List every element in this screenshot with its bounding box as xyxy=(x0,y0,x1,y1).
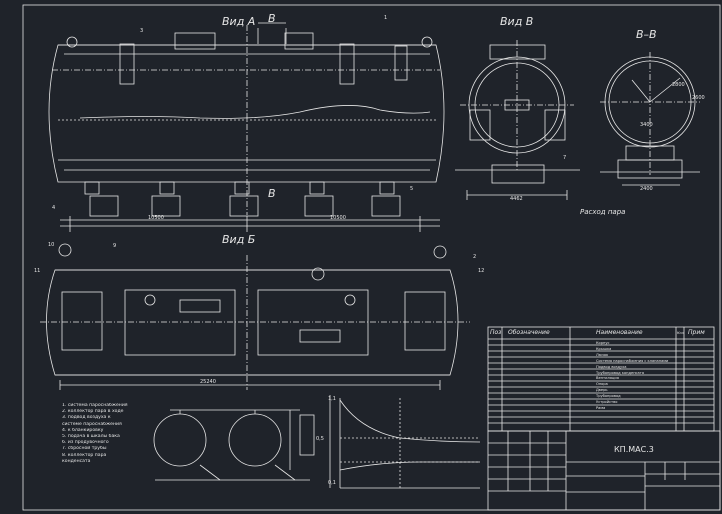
view-a-label: Вид А xyxy=(222,15,256,28)
spec-row: Трубопровод xyxy=(596,394,621,399)
dim-base: 2400 xyxy=(640,186,653,192)
spec-row: Вентиляция xyxy=(596,376,619,381)
legend-item: 5. подача в шкалы бака xyxy=(62,434,120,440)
callout-3: 3 xyxy=(140,28,144,34)
drawing-code: КП.МАС.3 xyxy=(614,445,654,454)
view-v-end xyxy=(455,40,580,200)
steam-graph xyxy=(339,398,481,489)
spec-col-note: Прим xyxy=(688,329,705,336)
callout-11: 11 xyxy=(34,268,41,274)
callout-1: 1 xyxy=(384,15,388,21)
dim-total: 25240 xyxy=(200,379,216,385)
section-vv-label: В–В xyxy=(636,28,657,41)
callout-2: 2 xyxy=(473,254,477,260)
cut-mark-top: В xyxy=(268,12,276,25)
legend-item: системе пароснабжения xyxy=(62,421,122,427)
drawing-frame xyxy=(22,4,721,511)
callout-9: 9 xyxy=(113,243,117,249)
dim-d2: 10500 xyxy=(330,215,346,221)
legend-item: 2. коллектор пара в ходе xyxy=(62,409,124,415)
spec-col-qty: Кол xyxy=(677,331,685,335)
title-block-grid xyxy=(487,430,721,511)
view-v-label: Вид В xyxy=(500,15,534,28)
callout-10: 10 xyxy=(48,242,55,248)
steam-flow-label: Расход пара xyxy=(580,208,626,216)
spec-row: Лючок xyxy=(596,352,609,357)
callout-5: 5 xyxy=(410,186,414,192)
view-b-plan xyxy=(40,243,470,390)
dim-d3: 3400 xyxy=(640,122,653,128)
spec-row: Корпус xyxy=(596,341,610,345)
gauge-2: 0,1 xyxy=(328,480,336,486)
gauge-3: 0,5 xyxy=(316,436,324,442)
callout-12: 12 xyxy=(478,268,485,274)
legend: 1. система пароснабжения 2. коллектор па… xyxy=(62,403,154,465)
cut-mark-bottom: В xyxy=(268,187,276,200)
spec-row: Дверь xyxy=(596,388,608,393)
gauge-1: 1,1 xyxy=(328,396,336,402)
legend-item: 7. сбросной трубы xyxy=(62,446,107,452)
dim-width: 4462 xyxy=(510,196,523,202)
spec-col-designation: Обозначение xyxy=(508,329,550,336)
dim-r2: 2600 xyxy=(692,95,705,101)
legend-item: конденсата xyxy=(62,458,91,464)
spec-col-name: Наименование xyxy=(596,329,643,336)
dim-d1: 10500 xyxy=(148,215,164,221)
spec-col-pos: Поз xyxy=(490,329,502,336)
view-b-label: Вид Б xyxy=(222,233,256,246)
spec-table: Поз Обозначение Наименование Кол Прим Ко… xyxy=(488,327,714,431)
section-vv xyxy=(600,52,700,186)
spec-row: Подвод воздуха xyxy=(596,364,627,369)
legend-item: 3. подвод воздуха к xyxy=(62,415,111,421)
view-a-vessel xyxy=(48,22,445,232)
spec-row: Устройство xyxy=(596,400,618,405)
legend-item: 6. из продувочного xyxy=(62,440,109,446)
legend-item: 1. система пароснабжения xyxy=(62,403,128,408)
spec-row: Трубопровод конденсата xyxy=(596,370,645,375)
legend-item: 8. коллектор пара xyxy=(62,452,107,458)
spec-table-grid xyxy=(487,326,715,432)
spec-row: Рама xyxy=(596,405,606,410)
callout-7: 7 xyxy=(563,155,567,161)
dim-r1: 2800 xyxy=(672,82,685,88)
spec-row: Система пароснабжения с клапанами xyxy=(596,358,669,363)
callout-4: 4 xyxy=(52,205,56,211)
spec-row: Опора xyxy=(596,382,608,387)
spec-row: Крышка xyxy=(596,346,612,351)
legend-item: 4. к бланкировку xyxy=(62,427,104,433)
piping-scheme xyxy=(153,395,331,488)
spec-rows: Корпус Крышка Лючок Система пароснабжени… xyxy=(596,341,672,412)
